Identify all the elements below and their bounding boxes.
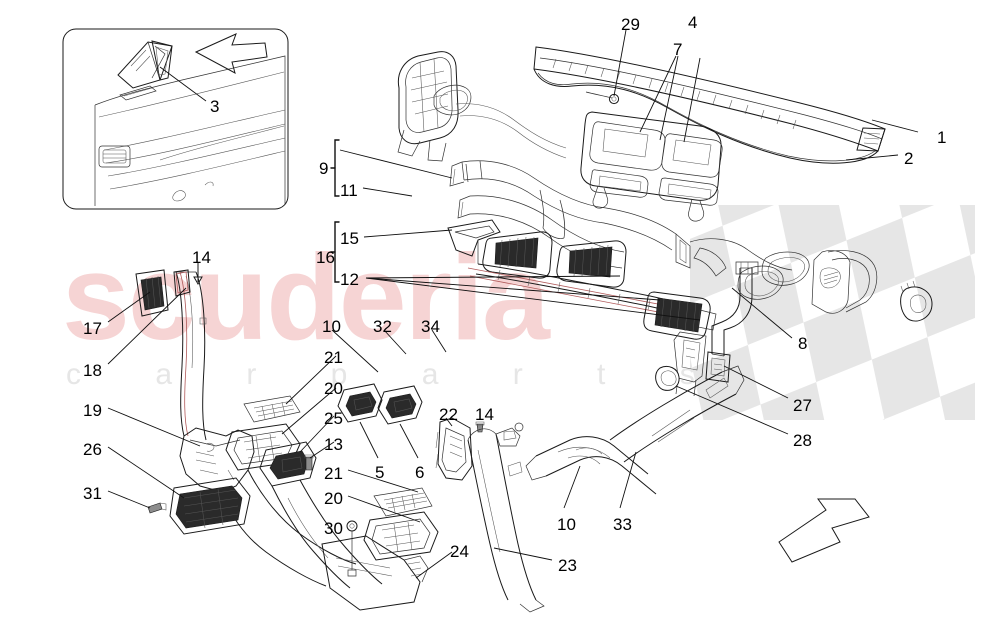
assembly-right-hose [655, 238, 933, 397]
callout-10-lower: 10 [557, 515, 576, 534]
callout-9: 9 [319, 159, 329, 178]
callout-34: 34 [421, 317, 440, 336]
callout-19: 19 [83, 401, 102, 420]
callout-7: 7 [673, 40, 683, 59]
direction-arrow-bottom-right [778, 498, 870, 563]
assembly-center-modules [225, 395, 439, 611]
callout-31: 31 [83, 484, 102, 503]
inset-door-trim-panel [62, 28, 289, 210]
callout-29: 29 [621, 15, 640, 34]
callout-2: 2 [904, 149, 914, 168]
callout-12: 12 [340, 270, 359, 289]
callout-18: 18 [83, 361, 102, 380]
assembly-center-vents [447, 219, 717, 340]
watermark-car-parts: c a r p a r t s [66, 358, 728, 391]
callout-32: 32 [373, 317, 392, 336]
callout-23: 23 [558, 556, 577, 575]
callout-leaders [107, 29, 919, 579]
assembly-hvac-case-left [397, 51, 567, 162]
leader-3 [159, 66, 207, 102]
callout-14-upper: 14 [192, 248, 211, 267]
callout-20-upper: 20 [324, 379, 343, 398]
callout-28: 28 [793, 431, 812, 450]
callout-6: 6 [415, 463, 425, 482]
callout-27: 27 [793, 396, 812, 415]
assembly-cowl-top [533, 46, 886, 222]
callout-5: 5 [375, 463, 385, 482]
callout-1: 1 [937, 128, 947, 147]
callout-17: 17 [83, 319, 102, 338]
callout-10-upper: 10 [322, 317, 341, 336]
assembly-center-duct [449, 160, 727, 277]
callout-22: 22 [439, 405, 458, 424]
callout-15: 15 [340, 229, 359, 248]
assembly-left-vent-31 [147, 477, 251, 535]
callout-26: 26 [83, 440, 102, 459]
assembly-vents-5-6 [337, 383, 423, 425]
callout-13: 13 [324, 435, 343, 454]
callout-14-lower: 14 [475, 405, 494, 424]
callout-20-lower: 20 [324, 489, 343, 508]
callout-25: 25 [324, 409, 343, 428]
callout-21-lower: 21 [324, 464, 343, 483]
callout-8: 8 [798, 334, 808, 353]
callout-24: 24 [450, 542, 469, 561]
callout-21-upper: 21 [324, 348, 343, 367]
callout-33: 33 [613, 515, 632, 534]
callout-3: 3 [210, 97, 220, 116]
assembly-lower-right-ducts [467, 365, 745, 613]
callout-16: 16 [316, 248, 335, 267]
callout-4: 4 [688, 13, 698, 32]
callout-11: 11 [340, 181, 358, 200]
assembly-module-22 [435, 417, 485, 481]
assembly-left-pillar-duct [135, 262, 357, 587]
callout-30: 30 [324, 519, 343, 538]
